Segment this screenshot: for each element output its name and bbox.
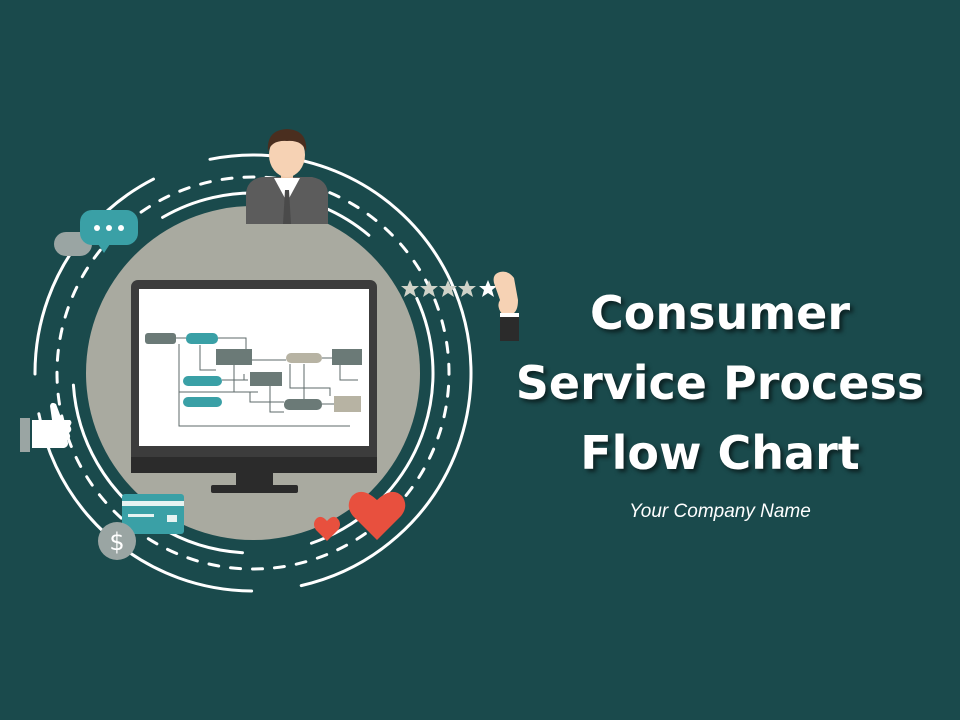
monitor-icon (131, 280, 377, 493)
slide-title: Consumer Service Process Flow Chart (500, 278, 940, 488)
dollar-coin-icon: $ (98, 522, 136, 560)
company-name: Your Company Name (629, 501, 811, 522)
star-rating-icon (401, 271, 519, 341)
card-payment-icon (122, 494, 184, 534)
title-line: Consumer (589, 286, 851, 340)
person-icon (246, 129, 328, 224)
svg-text:$: $ (109, 528, 124, 556)
title-line: Service Process (515, 356, 925, 410)
title-line: Flow Chart (580, 426, 860, 480)
hearts-icon (314, 491, 406, 541)
like-icon (20, 402, 72, 452)
chat-bubble-icon (54, 210, 138, 256)
flowchart-icon (145, 333, 362, 427)
